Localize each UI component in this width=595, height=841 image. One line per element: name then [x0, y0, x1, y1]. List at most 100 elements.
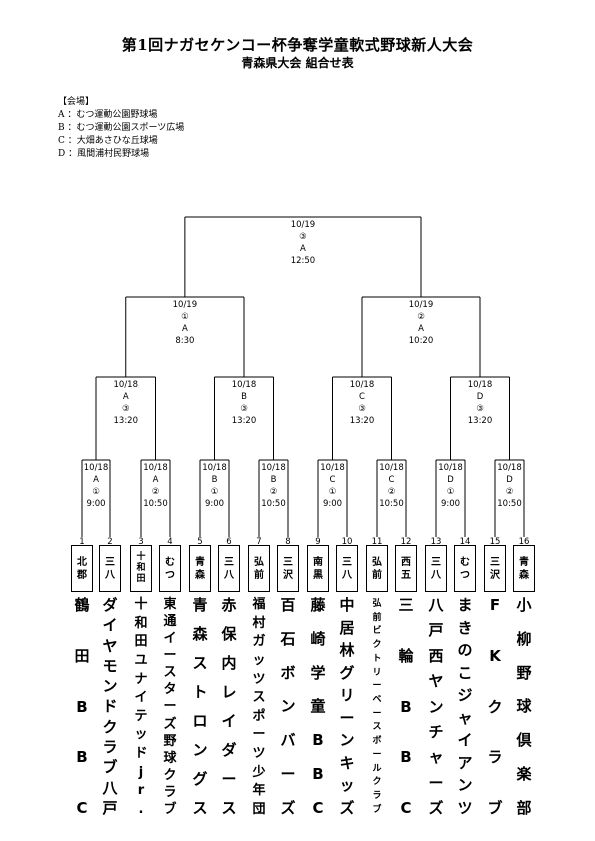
r1-match-time: 9:00: [205, 499, 224, 509]
team-name-char: ー: [339, 708, 355, 727]
quarter-match-num: ③: [358, 404, 366, 414]
team-name-char: ダ: [102, 596, 118, 614]
team-number: 13: [431, 537, 442, 547]
team-area-box: 三八: [336, 545, 358, 592]
team-name-char: ッ: [252, 652, 266, 668]
quarter-match-time: 13:20: [114, 416, 139, 426]
team-name-char: ヤ: [428, 672, 444, 691]
team-name-char: ク: [102, 717, 118, 736]
team-area-char: つ: [165, 569, 175, 581]
team-name-char: ン: [339, 731, 355, 750]
team-name-char: ア: [457, 753, 473, 772]
team-name-char: 林: [339, 641, 355, 660]
semi-match-num: ①: [181, 312, 189, 322]
team-name-char: 八: [428, 596, 444, 614]
team-name-char: ラ: [372, 791, 382, 802]
team-area-char: 弘: [372, 556, 382, 568]
team-name-char: 八: [102, 778, 118, 797]
venue-item: D ：風間浦村民野球場: [58, 149, 150, 159]
team-name-char: 居: [339, 618, 355, 637]
team-name-char: ク: [372, 640, 382, 651]
team-name: ダイヤモンドクラブ八戸: [98, 598, 122, 816]
quarter-match-venue: D: [477, 392, 484, 402]
venue-item: B ：むつ運動公園スポーツ広場: [58, 123, 185, 133]
team-name-char: ズ: [339, 798, 355, 817]
team-name-char: B: [76, 748, 88, 767]
r1-match-num: ①: [329, 487, 337, 497]
final-match-num: ③: [299, 232, 307, 242]
r1-match-date: 10/18: [497, 463, 522, 473]
page-title: 第1回ナガセケンコー杯争奪学童軟式野球新人大会: [121, 36, 474, 54]
team-number: 10: [342, 537, 353, 547]
team-name-char: ス: [372, 722, 382, 733]
team-name: 福村ガッツスポーツ少年団: [247, 598, 271, 816]
r1-match-date: 10/18: [84, 463, 109, 473]
semi-match-venue: A: [418, 324, 424, 334]
team-name-char: ャ: [428, 748, 444, 767]
team-name-char: ラ: [163, 784, 177, 800]
team-area-char: 八: [342, 569, 352, 581]
team-name-char: ヤ: [102, 636, 118, 655]
team-name-char: 部: [516, 798, 532, 817]
team-area-char: つ: [460, 569, 470, 581]
team-name-char: ジ: [457, 686, 473, 705]
team-name-char: B: [76, 697, 88, 716]
r1-match-time: 9:00: [323, 499, 342, 509]
team-name-char: ー: [428, 773, 444, 792]
team-number: 3: [138, 537, 143, 547]
team-name-char: 弘: [372, 599, 382, 609]
team-name-char: ー: [372, 708, 382, 719]
team-name-char: ス: [163, 665, 177, 681]
team-name-char: 野: [516, 663, 532, 682]
quarter-match-time: 13:20: [468, 416, 493, 426]
team-name-char: ン: [428, 697, 444, 716]
team-name-char: ロ: [192, 712, 208, 730]
r1-match-num: ②: [388, 487, 396, 497]
r1-match-num: ①: [92, 487, 100, 497]
team-name-char: イ: [221, 712, 237, 730]
team-number: 4: [167, 537, 172, 547]
team-name-char: ス: [252, 690, 266, 706]
team-area-char: 青: [195, 556, 205, 568]
team-area-char: 北: [77, 556, 87, 568]
team-name-char: レ: [221, 683, 237, 701]
team-number: 15: [490, 537, 501, 547]
quarter-match-date: 10/18: [468, 380, 493, 390]
team-name-char: 球: [516, 697, 532, 716]
team-name-char: ブ: [487, 799, 503, 817]
team-name-char: 楽: [516, 765, 532, 784]
team-name-char: 十: [134, 597, 148, 612]
team-name: 中居林グリーンキッズ: [335, 598, 359, 816]
quarter-match-date: 10/18: [114, 380, 139, 390]
r1-match-num: ①: [447, 487, 455, 497]
team-number: 5: [197, 537, 202, 547]
team-area-box: 南黒: [307, 545, 329, 592]
team-name-char: .: [138, 801, 144, 817]
team-area-char: 黒: [313, 569, 323, 581]
team-name-char: B: [400, 748, 412, 767]
r1-match-venue: D: [447, 475, 454, 485]
team-name-char: B: [312, 765, 324, 784]
team-area-box: 十和田: [130, 545, 152, 592]
team-area-box: 北郡: [71, 545, 93, 592]
team-area-char: 田: [136, 574, 146, 584]
r1-match-num: ②: [270, 487, 278, 497]
team-area-box: むつ: [454, 545, 476, 592]
r1-match-venue: B: [212, 475, 218, 485]
semi-match-time: 10:20: [409, 336, 434, 346]
r1-match-venue: D: [506, 475, 513, 485]
team-area-char: 青: [519, 556, 529, 568]
team-name-char: グ: [192, 770, 208, 788]
team-name-char: ー: [252, 727, 266, 743]
team-name-char: ク: [163, 767, 177, 783]
team-name-char: 童: [310, 697, 326, 716]
team-name-char: ボ: [280, 663, 296, 682]
team-name-char: 崎: [310, 629, 326, 648]
team-name-char: ク: [487, 697, 503, 716]
team-number: 1: [79, 537, 84, 547]
team-name-char: イ: [163, 631, 177, 647]
team-name-char: ツ: [457, 798, 473, 817]
